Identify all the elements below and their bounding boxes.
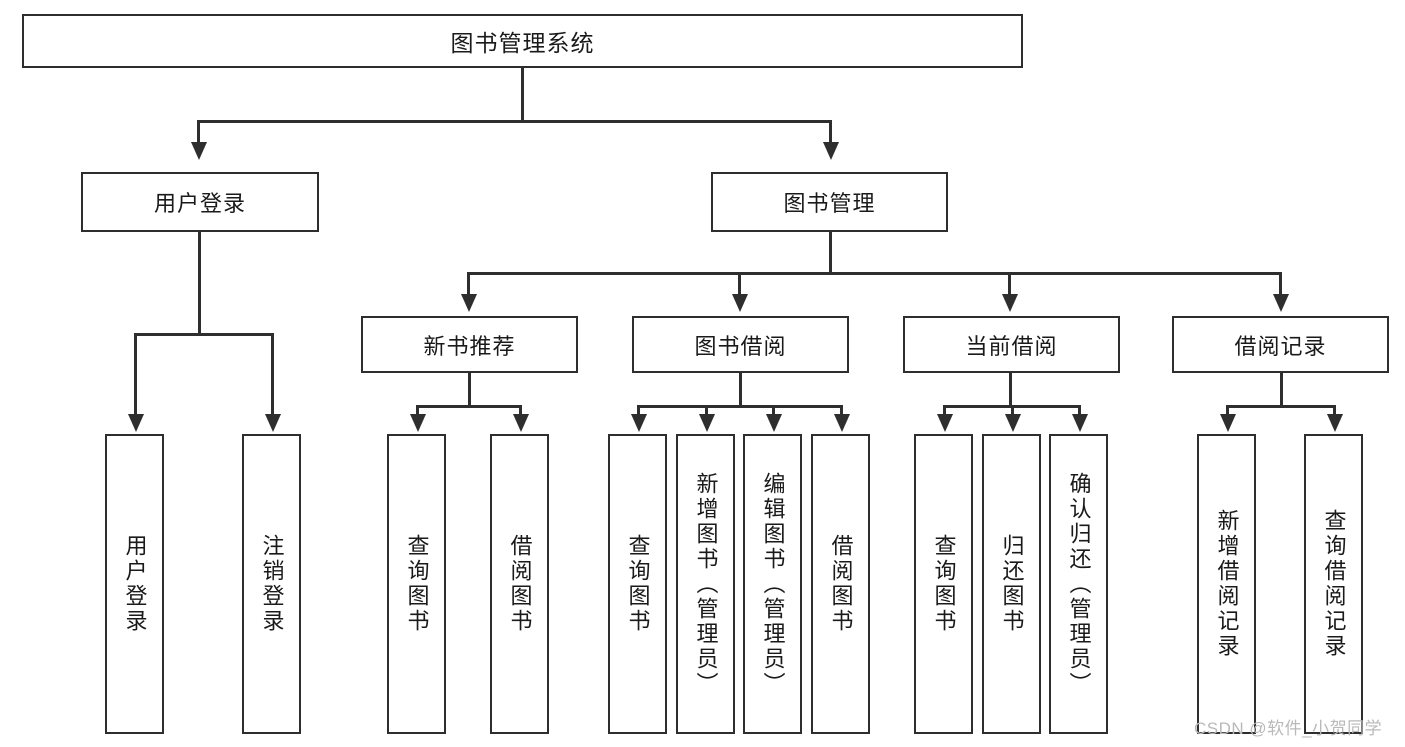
node-new-book-recommend[interactable]: 新书推荐 — [361, 316, 578, 373]
leaf-label: 新增借阅记录 — [1214, 509, 1240, 659]
leaf-cb-query-book[interactable]: 查询图书 — [914, 434, 973, 734]
arrow-bb-query — [631, 414, 647, 432]
leaf-bb-borrow-book[interactable]: 借阅图书 — [811, 434, 870, 734]
arrow-cb-confirm — [1072, 414, 1088, 432]
leaf-nb-query-book[interactable]: 查询图书 — [387, 434, 446, 734]
connector-drop-user-login — [197, 120, 200, 146]
connector-new-book-bus — [416, 405, 522, 408]
connector-user-login-stem — [198, 232, 201, 335]
arrow-bb-edit — [766, 414, 782, 432]
connector-drop-leaf-user-login — [134, 333, 137, 417]
leaf-logout[interactable]: 注销登录 — [242, 434, 301, 734]
node-label: 图书借阅 — [694, 333, 787, 359]
leaf-label: 借阅图书 — [507, 534, 533, 634]
connector-borrow-record-stem — [1280, 373, 1283, 407]
node-label: 用户登录 — [153, 191, 246, 216]
leaf-label: 确认归还（管理员） — [1066, 471, 1092, 697]
leaf-br-add-record[interactable]: 新增借阅记录 — [1197, 434, 1256, 734]
connector-level3-bus — [467, 272, 1279, 275]
connector-book-borrow-bus — [637, 405, 843, 408]
node-borrow-record[interactable]: 借阅记录 — [1172, 316, 1389, 373]
node-book-manage[interactable]: 图书管理 — [711, 172, 948, 232]
connector-drop-cb-confirm — [1078, 405, 1081, 417]
connector-drop-br-add — [1226, 405, 1229, 417]
connector-drop-nb-borrow — [519, 405, 522, 417]
arrow-br-query — [1327, 414, 1343, 432]
arrow-nb-query — [410, 414, 426, 432]
connector-new-book-stem — [468, 373, 471, 407]
connector-drop-bb-add — [705, 405, 708, 417]
leaf-label: 注销登录 — [259, 534, 285, 634]
connector-level2-bus — [197, 120, 831, 123]
leaf-label: 查询图书 — [625, 534, 651, 634]
leaf-label: 查询图书 — [404, 534, 430, 634]
connector-drop-borrow-record — [1279, 272, 1282, 298]
leaf-bb-query-book[interactable]: 查询图书 — [608, 434, 667, 734]
connector-root-stem — [521, 68, 524, 122]
node-book-borrow[interactable]: 图书借阅 — [632, 316, 849, 373]
connector-book-manage-stem — [829, 232, 832, 274]
leaf-label: 查询借阅记录 — [1321, 509, 1347, 659]
arrow-borrow-record — [1273, 294, 1289, 312]
arrow-nb-borrow — [513, 414, 529, 432]
leaf-cb-return-book[interactable]: 归还图书 — [982, 434, 1041, 734]
node-label: 图书管理系统 — [450, 30, 595, 56]
arrow-new-book — [461, 294, 477, 312]
connector-user-login-bus — [134, 333, 273, 336]
arrow-br-add — [1220, 414, 1236, 432]
connector-drop-book-manage — [829, 120, 832, 146]
connector-drop-current-borrow — [1008, 272, 1011, 298]
arrow-current-borrow — [1002, 294, 1018, 312]
leaf-label: 编辑图书（管理员） — [760, 471, 786, 697]
arrow-user-login — [191, 142, 207, 160]
leaf-label: 查询图书 — [931, 534, 957, 634]
leaf-nb-borrow-book[interactable]: 借阅图书 — [490, 434, 549, 734]
connector-drop-cb-query — [943, 405, 946, 417]
connector-drop-book-borrow — [738, 272, 741, 298]
connector-current-borrow-stem — [1009, 373, 1012, 407]
arrow-book-borrow — [732, 294, 748, 312]
leaf-bb-edit-book-admin[interactable]: 编辑图书（管理员） — [743, 434, 802, 734]
connector-borrow-record-bus — [1226, 405, 1336, 408]
connector-drop-cb-return — [1011, 405, 1014, 417]
connector-drop-nb-query — [416, 405, 419, 417]
node-label: 图书管理 — [783, 191, 876, 216]
arrow-bb-add — [699, 414, 715, 432]
watermark-text: CSDN @软件_小贺同学 — [1194, 719, 1383, 738]
leaf-cb-confirm-return-admin[interactable]: 确认归还（管理员） — [1049, 434, 1108, 734]
connector-drop-br-query — [1333, 405, 1336, 417]
connector-book-borrow-stem — [739, 373, 742, 407]
arrow-leaf-user-login — [128, 414, 144, 432]
connector-drop-bb-edit — [772, 405, 775, 417]
connector-drop-bb-query — [637, 405, 640, 417]
leaf-label: 用户登录 — [122, 534, 148, 634]
arrow-cb-query — [937, 414, 953, 432]
arrow-book-manage — [823, 142, 839, 160]
leaf-label: 归还图书 — [999, 534, 1025, 634]
leaf-label: 借阅图书 — [828, 534, 854, 634]
node-user-login[interactable]: 用户登录 — [81, 172, 319, 232]
leaf-br-query-record[interactable]: 查询借阅记录 — [1304, 434, 1363, 734]
arrow-leaf-logout — [265, 414, 281, 432]
arrow-cb-return — [1005, 414, 1021, 432]
leaf-label: 新增图书（管理员） — [693, 471, 719, 697]
connector-drop-leaf-logout — [271, 333, 274, 417]
leaf-bb-add-book-admin[interactable]: 新增图书（管理员） — [676, 434, 735, 734]
arrow-bb-borrow — [834, 414, 850, 432]
node-current-borrow[interactable]: 当前借阅 — [903, 316, 1120, 373]
connector-drop-new-book — [467, 272, 470, 298]
node-label: 当前借阅 — [965, 333, 1058, 359]
node-root-system[interactable]: 图书管理系统 — [22, 14, 1023, 68]
node-label: 新书推荐 — [423, 333, 516, 359]
node-label: 借阅记录 — [1234, 333, 1327, 359]
leaf-user-login[interactable]: 用户登录 — [105, 434, 164, 734]
connector-drop-bb-borrow — [840, 405, 843, 417]
